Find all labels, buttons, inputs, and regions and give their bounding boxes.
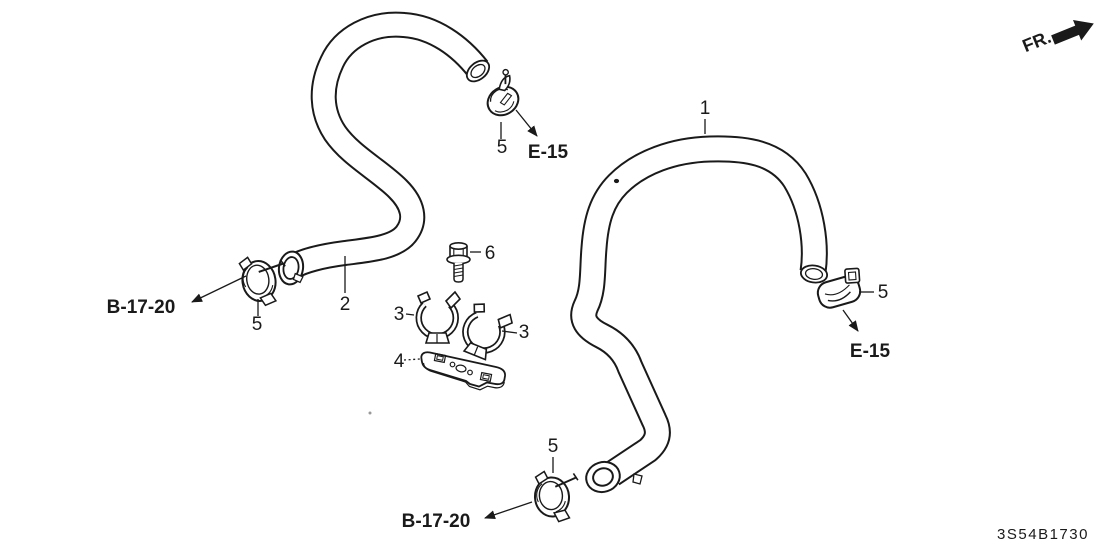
- leader-lines: [191, 109, 874, 520]
- leader-line-4: [403, 358, 421, 361]
- leader-line-3-left: [405, 313, 415, 316]
- ref-label-b17-20-bottom: B-17-20: [402, 511, 471, 532]
- arrow-to-e15-right: [842, 309, 859, 332]
- callout-label-1: 1: [700, 98, 711, 119]
- fr-arrow-icon: [1051, 20, 1094, 45]
- callout-label-5-top: 5: [497, 137, 508, 158]
- clip-left-icon: [415, 290, 462, 344]
- hose-2-drawing: [277, 11, 491, 286]
- callout-label-3-right: 3: [519, 322, 530, 343]
- ref-label-e15-right: E-15: [850, 341, 891, 362]
- ref-label-b17-20-left: B-17-20: [107, 297, 176, 318]
- hose-1-surface-dot: [613, 178, 620, 184]
- hose-2-end-opening: [277, 250, 305, 286]
- callout-label-3-left: 3: [394, 304, 405, 325]
- fr-label: FR.: [1020, 27, 1054, 56]
- arrow-to-b17-20-left: [191, 275, 247, 303]
- callout-label-6: 6: [485, 243, 496, 264]
- ref-label-e15-top: E-15: [528, 142, 569, 163]
- arrow-to-e15-top: [515, 109, 538, 137]
- hose-2-top-opening: [465, 59, 491, 83]
- callout-label-2: 2: [340, 294, 351, 315]
- callout-label-5-bottom: 5: [548, 436, 559, 457]
- clamp-left-icon: [238, 256, 286, 307]
- scan-speck: [368, 411, 372, 415]
- clamp-bottom-icon: [533, 470, 579, 523]
- clamp-top-icon: [486, 68, 520, 117]
- diagram-code: 3S54B1730: [997, 526, 1089, 543]
- arrow-to-b17-20-bottom: [484, 501, 533, 520]
- hose-1-drawing: [570, 135, 829, 494]
- clamp-right-icon: [816, 267, 862, 309]
- callout-label-4: 4: [394, 351, 405, 372]
- bolt-icon: [446, 242, 471, 283]
- leader-line-3-right: [501, 330, 518, 334]
- hose-1-right-opening: [799, 264, 829, 284]
- callout-label-5-left: 5: [252, 314, 263, 335]
- hose-1-bottom-opening: [585, 460, 621, 494]
- bracket-icon: [420, 351, 506, 391]
- fr-direction-indicator: FR.: [1020, 20, 1094, 56]
- hose-1-opening-tab: [632, 473, 643, 485]
- clip-right-icon: [462, 303, 514, 361]
- callout-label-5-right: 5: [878, 282, 889, 303]
